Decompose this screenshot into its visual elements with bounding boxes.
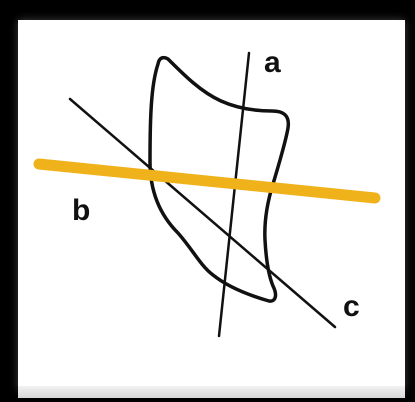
label-b: b bbox=[72, 194, 91, 227]
label-a: a bbox=[264, 46, 281, 79]
label-c: c bbox=[343, 290, 360, 323]
cross-section-outline bbox=[148, 55, 291, 303]
diagram-panel bbox=[18, 20, 405, 390]
line-b bbox=[33, 158, 381, 204]
bottom-strip bbox=[18, 386, 405, 398]
line-c bbox=[68, 97, 337, 329]
line-a bbox=[217, 51, 251, 338]
